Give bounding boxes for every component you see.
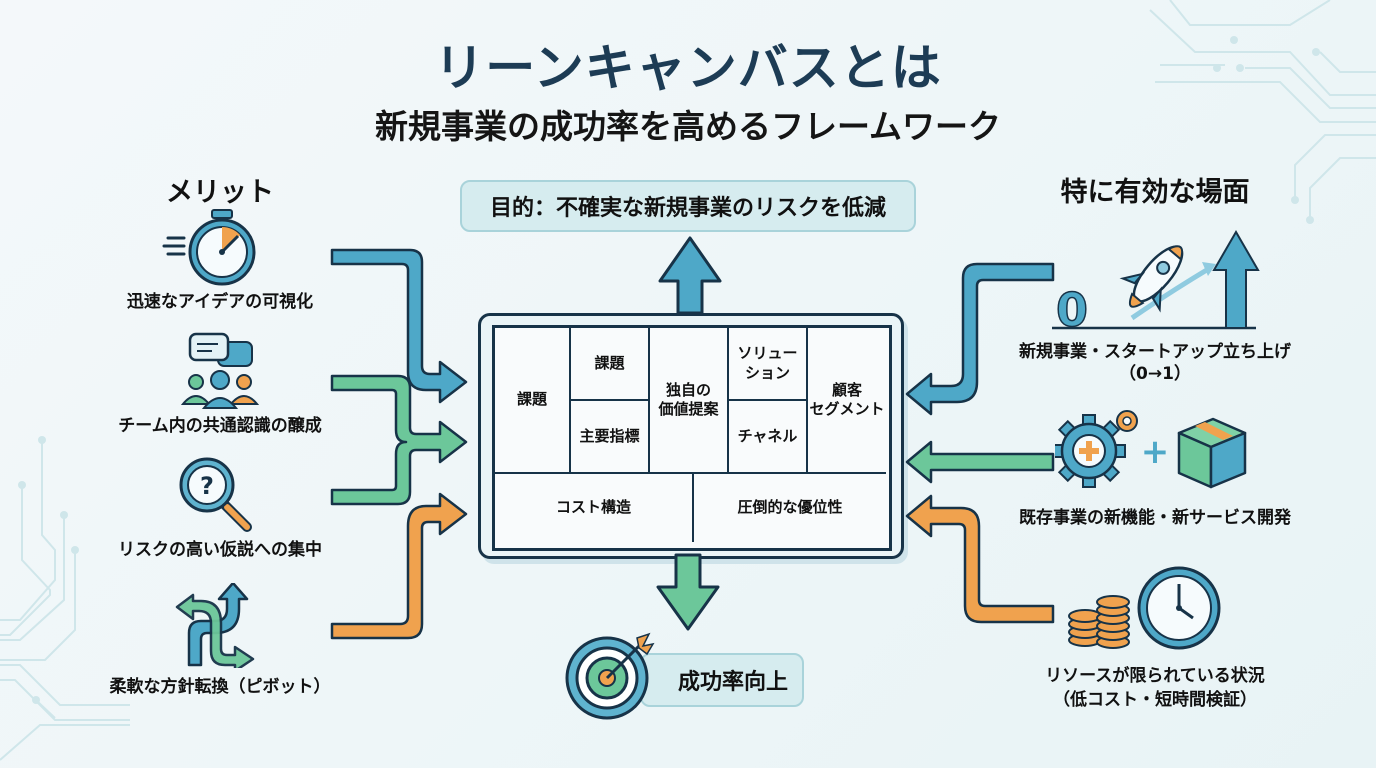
outcome-label: 成功率向上: [677, 670, 788, 695]
merits-title: メリット: [166, 177, 274, 208]
cell-customer-segments: 顧客セグメント: [808, 328, 886, 474]
arrow-down-to-outcome: [656, 553, 720, 631]
scene-sub-3: （低コスト・短時間検証）: [1053, 690, 1257, 710]
arrow-blue-right: [905, 262, 1055, 416]
merit-label-4: 柔軟な方針転換（ピボット）: [109, 677, 331, 697]
stopwatch-icon: [162, 209, 256, 286]
merit-label-2: チーム内の共通認識の醸成: [118, 416, 322, 436]
cell-unfair-advantage: 圧倒的な優位性: [692, 474, 886, 542]
cell-key-metrics: 主要指標: [571, 401, 650, 474]
scene-label-1: 新規事業・スタートアップ立ち上げ: [1019, 342, 1291, 362]
scenes-to-canvas-arrows: [905, 262, 1055, 624]
scene-label-2: 既存事業の新機能・新サービス開発: [1019, 508, 1291, 528]
svg-text:?: ?: [200, 472, 214, 500]
arrow-orange-right: [905, 494, 1055, 624]
purpose-box: 目的：不確実な新規事業のリスクを低減: [460, 180, 916, 232]
arrow-orange-left: [330, 492, 468, 640]
merit-label-3: リスクの高い仮説への集中: [118, 540, 322, 560]
merits-to-canvas-arrows: [330, 248, 468, 640]
cell-unique-value-proposition: 独自の価値提案: [650, 328, 729, 474]
page-subtitle: 新規事業の成功率を高めるフレームワーク: [374, 107, 1001, 146]
svg-text:0: 0: [1056, 283, 1088, 332]
pivot-arrows-icon: [175, 583, 255, 668]
coins-clock-icon: [1068, 566, 1221, 650]
arrow-green-left: [330, 374, 468, 506]
scene-sub-1: （0→1）: [1119, 364, 1191, 384]
arrow-green-right: [905, 440, 1055, 484]
gear-plus-box-icon: +: [1055, 410, 1247, 489]
arrow-up-to-purpose: [658, 236, 722, 315]
purpose-label: 目的：不確実な新規事業のリスクを低減: [489, 196, 886, 221]
cell-problem: 課題: [495, 328, 571, 474]
rocket-growth-icon: 0: [1052, 230, 1260, 332]
page-title: リーンキャンバスとは: [434, 39, 942, 97]
cell-cost-structure: コスト構造: [495, 474, 694, 542]
merit-label-1: 迅速なアイデアの可視化: [126, 292, 314, 312]
cell-channels: チャネル: [729, 401, 808, 474]
target-icon: [565, 632, 655, 720]
lean-canvas: 課題 課題 独自の価値提案 ソリューション 顧客セグメント 主要指標 チャネル …: [478, 313, 904, 559]
outcome-box: 成功率向上: [640, 653, 804, 707]
cell-problem-sub: 課題: [571, 328, 650, 401]
scene-label-3: リソースが限られている状況: [1045, 666, 1265, 686]
magnifier-question-icon: ?: [179, 457, 252, 532]
arrow-blue-left: [330, 248, 468, 404]
scenes-title: 特に有効な場面: [1060, 177, 1250, 208]
svg-text:+: +: [1141, 432, 1170, 472]
cell-solution: ソリューション: [729, 328, 808, 401]
team-chat-icon: [180, 332, 260, 409]
